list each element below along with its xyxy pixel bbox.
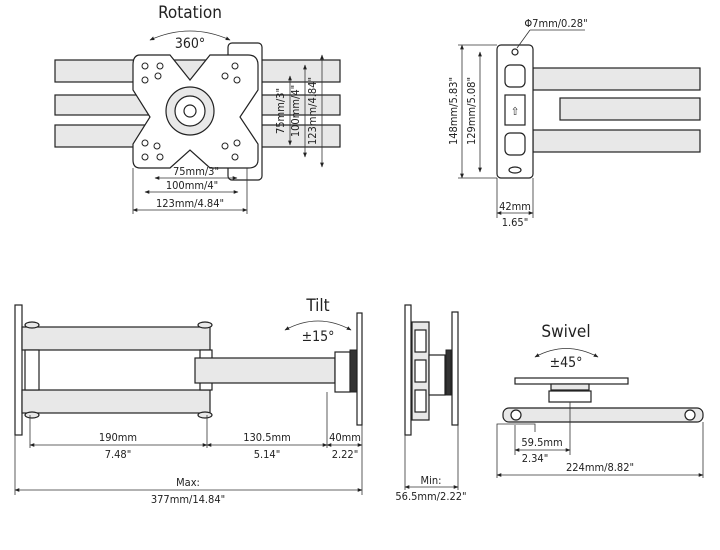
- seg3-mm: 40mm: [329, 431, 361, 444]
- tilt-arrow: [284, 320, 352, 331]
- swivel-title: Swivel: [541, 322, 590, 342]
- min-value: 56.5mm/2.22": [395, 490, 466, 503]
- plate-width-mm: 42mm: [499, 200, 531, 213]
- front-view: Rotation 360° 75mm/3" 100mm/4" 123mm/4.8…: [54, 3, 341, 214]
- arm-bar: [559, 97, 701, 121]
- seg2-in: 5.14": [254, 448, 281, 461]
- swivel-bracket: [548, 390, 592, 403]
- wall-plate: [404, 304, 412, 436]
- arm-bar: [502, 407, 704, 423]
- mounting-hole: [511, 48, 519, 56]
- vesa-h123: 123mm/4.84": [156, 197, 224, 210]
- vesa-v100: 100mm/4": [289, 85, 302, 137]
- vesa-h100: 100mm/4": [166, 179, 218, 192]
- seg1-in: 7.48": [105, 448, 132, 461]
- arm-bar: [21, 389, 211, 414]
- arm-bar: [532, 129, 701, 153]
- vesa-v123: 123mm/4.84": [306, 77, 319, 145]
- swivel-top-view: Swivel ±45° 59.5mm 2.34" 224mm/8.82": [496, 322, 704, 478]
- hole-diameter: Φ7mm/0.28": [524, 17, 587, 30]
- seg3-in: 2.22": [332, 448, 359, 461]
- tilt-title: Tilt: [305, 296, 329, 316]
- rotation-arrow: [149, 30, 231, 41]
- plate-height-148: 148mm/5.83": [447, 77, 460, 145]
- tilt-angle: ±15°: [302, 329, 335, 345]
- rotation-angle: 360°: [175, 36, 205, 52]
- swivel-length: 224mm/8.82": [566, 461, 634, 474]
- seg2-mm: 130.5mm: [243, 431, 291, 444]
- plate-width-in: 1.65": [502, 216, 529, 229]
- rotation-title: Rotation: [158, 3, 222, 23]
- tv-plate: [451, 311, 459, 426]
- wall-plate: [14, 304, 23, 436]
- arm-bar: [194, 357, 336, 384]
- seg1-mm: 190mm: [99, 431, 137, 444]
- vesa-v75: 75mm/3": [274, 88, 287, 134]
- wall-plate-view: ⇧ Φ7mm/0.28" 148mm/5.83" 129mm/5.08" 42m…: [447, 17, 701, 229]
- min-label: Min:: [421, 474, 442, 487]
- swivel-angle: ±45°: [550, 355, 583, 371]
- plate-height-129: 129mm/5.08": [465, 77, 478, 145]
- vesa-h75: 75mm/3": [173, 165, 219, 178]
- extended-side-view: Tilt ±15° 190mm 7.48" 130.5mm 5.14" 40mm…: [14, 296, 363, 506]
- swivel-offset-in: 2.34": [522, 452, 549, 465]
- max-label: Max:: [176, 476, 200, 489]
- tv-plate: [514, 377, 629, 385]
- max-value: 377mm/14.84": [151, 493, 225, 506]
- swivel-offset-mm: 59.5mm: [521, 436, 562, 449]
- swivel-arrow: [534, 348, 599, 358]
- arm-bar: [532, 67, 701, 91]
- folded-side-view: Min: 56.5mm/2.22": [395, 304, 467, 503]
- tilt-head: [334, 351, 351, 393]
- tv-plate: [356, 312, 363, 426]
- up-arrow-icon: ⇧: [511, 105, 519, 118]
- arm-bar: [21, 326, 211, 351]
